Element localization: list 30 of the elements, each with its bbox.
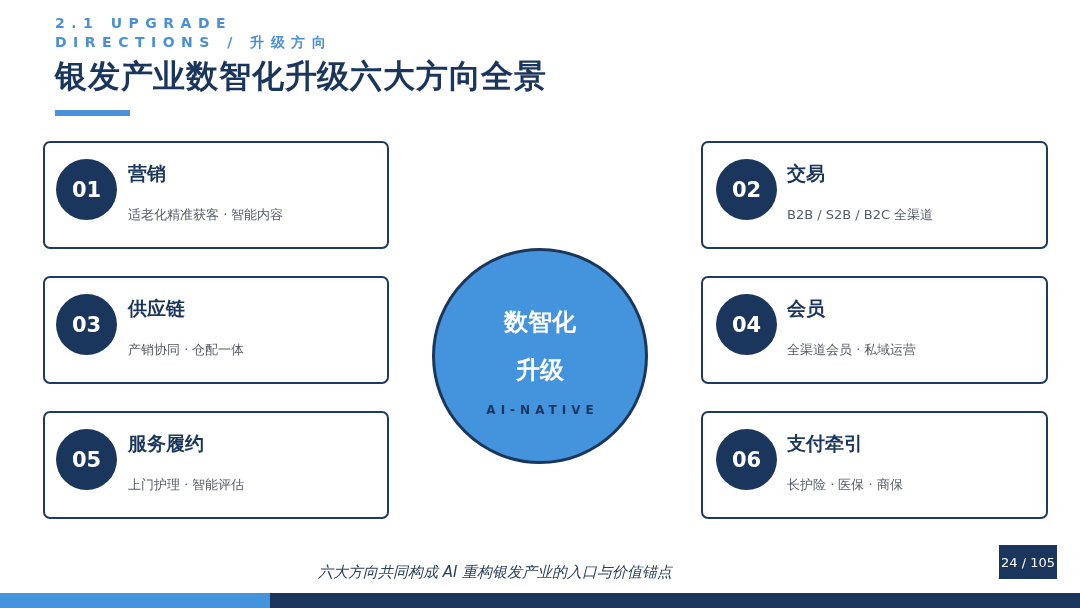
number-circle: 04 [716,294,777,355]
direction-card [43,276,389,384]
number-circle: 05 [56,429,117,490]
direction-card [701,411,1048,519]
card-description: 全渠道会员 · 私域运营 [787,341,917,359]
card-description: 适老化精准获客 · 智能内容 [128,206,284,224]
card-description: 产销协同 · 仓配一体 [128,341,245,359]
card-description: B2B / S2B / B2C 全渠道 [787,206,934,224]
page-number: 24 / 105 [999,545,1057,579]
page-title: 银发产业数智化升级六大方向全景 [55,56,547,97]
card-heading: 服务履约 [128,431,204,455]
direction-card [701,141,1048,249]
footer-caption: 六大方向共同构成 AI 重构银发产业的入口与价值锚点 [318,562,673,582]
section-label: 2.1 UPGRADE DIRECTIONS / 升级方向 [55,14,334,52]
number-circle: 02 [716,159,777,220]
card-description: 长护险 · 医保 · 商保 [787,476,903,494]
number-circle: 03 [56,294,117,355]
center-subtitle: AI-NATIVE [485,402,599,418]
card-heading: 供应链 [128,296,185,320]
direction-card [43,411,389,519]
center-heading: 数智化升级 [502,307,577,386]
card-heading: 交易 [787,161,825,185]
card-description: 上门护理 · 智能评估 [128,476,245,494]
direction-card [43,141,389,249]
number-circle: 06 [716,429,777,490]
card-heading: 营销 [128,161,166,185]
card-heading: 支付牵引 [787,431,863,455]
direction-card [701,276,1048,384]
number-circle: 01 [56,159,117,220]
card-heading: 会员 [787,296,825,320]
